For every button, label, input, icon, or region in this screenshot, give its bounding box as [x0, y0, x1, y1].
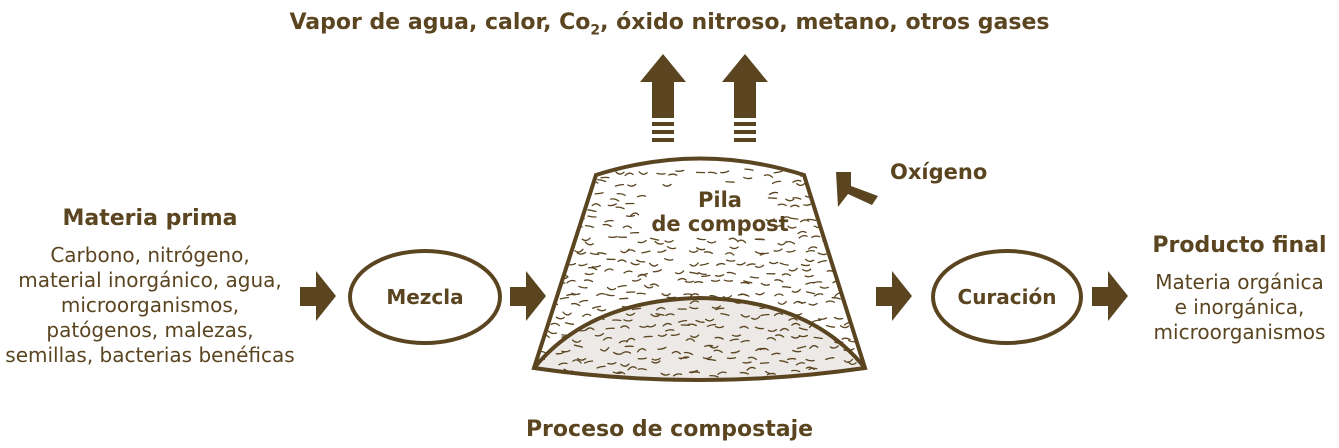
flow-arrow-4	[1092, 271, 1128, 321]
producto-final-title: Producto final	[1152, 233, 1327, 258]
materia-prima-line: Carbono, nitrógeno,	[50, 243, 250, 267]
materia-prima-title: Materia prima	[62, 206, 238, 231]
curacion-oval	[931, 249, 1083, 345]
process-title: Proceso de compostaje	[525, 417, 814, 442]
mezcla-label: Mezcla	[386, 285, 464, 309]
vapor-arrow-left	[640, 54, 686, 142]
oxygen-arrow	[836, 172, 878, 207]
materia-prima-line: microorganismos,	[60, 293, 240, 317]
producto-final-line: microorganismos	[1153, 320, 1326, 344]
pile-label: Pila de compost	[620, 188, 820, 236]
curacion-label: Curación	[957, 285, 1057, 309]
materia-prima-description: Carbono, nitrógeno, material inorgánico,…	[0, 243, 300, 368]
flow-arrow-3	[876, 271, 912, 321]
materia-prima-line: patógenos, malezas,	[46, 318, 254, 342]
vapor-arrow-right	[722, 54, 768, 142]
producto-final-description: Materia orgánica e inorgánica, microorga…	[1140, 270, 1339, 345]
pile-label-line: Pila	[698, 188, 742, 212]
flow-arrow-2	[510, 271, 546, 321]
mezcla-oval	[348, 249, 502, 345]
emissions-label: Vapor de agua, calor, Co2, óxido nitroso…	[289, 10, 1050, 39]
flow-arrow-1	[300, 271, 336, 321]
producto-final-line: Materia orgánica	[1155, 270, 1324, 294]
materia-prima-line: semillas, bacterias benéficas	[5, 343, 295, 367]
oxigeno-label: Oxígeno	[890, 160, 988, 184]
materia-prima-block: Materia prima Carbono, nitrógeno, materi…	[0, 206, 300, 368]
producto-final-line: e inorgánica,	[1174, 295, 1305, 319]
compost-pile	[531, 156, 868, 382]
pile-label-line: de compost	[651, 212, 789, 236]
compost-texture	[534, 168, 865, 380]
materia-prima-line: material inorgánico, agua,	[18, 268, 282, 292]
producto-final-block: Producto final Materia orgánica e inorgá…	[1140, 233, 1339, 345]
